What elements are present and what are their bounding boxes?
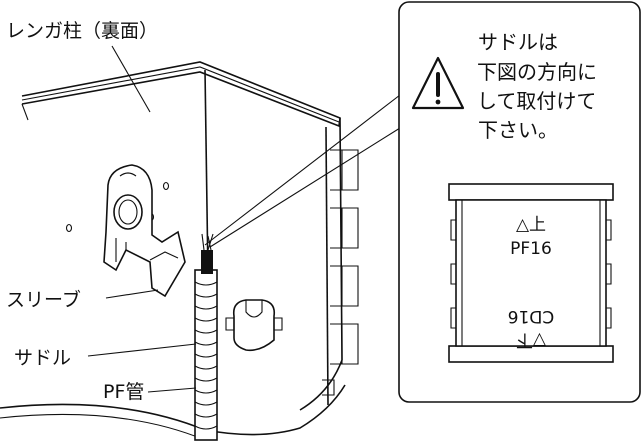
callout-pointer: [204, 94, 401, 248]
marking-up-arrow: △上: [516, 215, 546, 235]
sleeve: [103, 164, 186, 298]
note-line-3: して取付けて: [477, 89, 596, 113]
note-line-2: 下図の方向に: [477, 60, 597, 84]
saddle-part: [225, 299, 283, 352]
pf-pipe: [194, 233, 218, 441]
label-pf-pipe: PF管: [103, 381, 144, 403]
saddle-top-view: △上 PF16 CD16 ▽下: [448, 183, 614, 363]
callout-box: サドルは 下図の方向に して取付けて 下さい。 △上 PF16 CD16 ▽下: [398, 1, 641, 403]
note-line-1: サドルは: [478, 30, 558, 54]
leader-saddle: [87, 343, 197, 357]
leader-brick-column: [111, 45, 151, 113]
brick-column: [0, 61, 359, 441]
warning-triangle-icon: [411, 56, 465, 110]
marking-down-arrow: ▽下: [516, 330, 546, 350]
label-sleeve: スリーブ: [6, 288, 81, 311]
marking-cd16: CD16: [508, 306, 555, 326]
marking-pf16: PF16: [510, 239, 552, 259]
label-saddle: サドル: [14, 347, 71, 369]
note-line-4: 下さい。: [478, 118, 558, 142]
leader-pf-pipe: [147, 387, 197, 393]
label-brick-column: レンガ柱（裏面）: [6, 20, 158, 42]
leader-sleeve: [105, 289, 159, 299]
